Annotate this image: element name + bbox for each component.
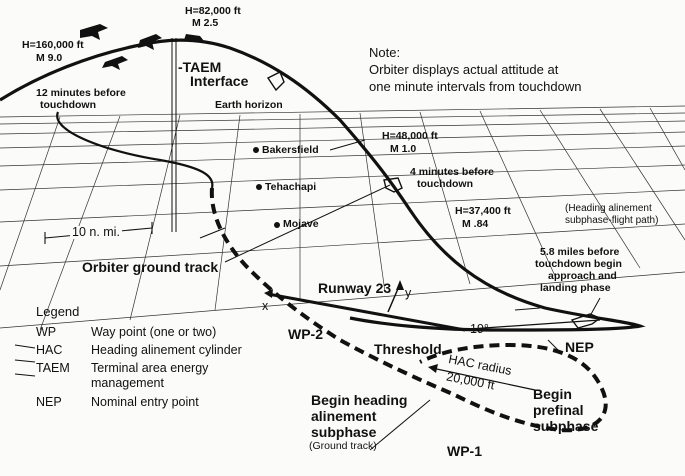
- wp2-label: WP-2: [288, 326, 323, 342]
- flight-path: [0, 38, 646, 332]
- prefinal-begin: Begin: [533, 386, 572, 402]
- taem-pole: [171, 38, 177, 232]
- heading-alinement-word: alinement: [311, 408, 377, 424]
- twelve-minutes-label: 12 minutes before: [36, 87, 126, 99]
- heading-alinement-note: (Heading alinement: [565, 203, 652, 214]
- angle-label: 19°: [470, 322, 489, 336]
- heading-subphase: subphase: [311, 424, 377, 440]
- legend-key: WP: [36, 325, 57, 339]
- heading-begin: Begin heading: [311, 392, 408, 408]
- tehachapi-label: Tehachapi: [265, 181, 317, 193]
- scale-label: 10 n. mi.: [70, 225, 122, 240]
- legend-title: Legend: [36, 304, 80, 319]
- heading-alinement-note-2: subphase-flight path): [565, 215, 659, 226]
- legend-key: NEP: [36, 395, 62, 409]
- runway: [264, 280, 466, 332]
- bakersfield-label: Bakersfield: [262, 144, 319, 156]
- legend-description: Nominal entry point: [91, 395, 199, 409]
- runway-label: Runway 23: [318, 280, 392, 296]
- approach-note-2: touchdown begin: [535, 258, 622, 270]
- ground-track-upper: [56, 111, 214, 189]
- mojave-dot: [274, 222, 280, 228]
- mach-25-label: M 2.5: [192, 17, 219, 29]
- tehachapi-dot: [256, 184, 262, 190]
- wp1-label: WP-1: [447, 443, 482, 459]
- approach-note-1: 5.8 miles before: [540, 246, 620, 258]
- legend-item: NEP Nominal entry point: [36, 395, 199, 409]
- legend-item: management: [36, 376, 164, 390]
- note-line-1: Orbiter displays actual attitude at: [369, 62, 559, 77]
- y-axis-label: y: [405, 286, 412, 300]
- legend-key: TAEM: [36, 361, 70, 375]
- legend-item: WP Way point (one or two): [36, 325, 216, 339]
- threshold-label: Threshold: [374, 341, 442, 357]
- taem-label: -TAEM: [178, 59, 222, 75]
- approach-note-3: approach and: [548, 270, 617, 282]
- legend-description: Heading alinement cylinder: [91, 343, 242, 357]
- legend-item: TAEM Terminal area energy: [36, 361, 208, 375]
- taem-interface-label: Interface: [190, 73, 249, 89]
- legend-description: management: [91, 376, 164, 390]
- altitude-82k-label: H=82,000 ft: [185, 5, 241, 17]
- prefinal-word: prefinal: [533, 402, 584, 418]
- leader-lines: [14, 139, 601, 451]
- mach-1-label: M 1.0: [390, 143, 417, 155]
- prefinal-subphase: subphase: [533, 418, 599, 434]
- ground-track-paren: (Ground track): [309, 440, 377, 452]
- note-title: Note:: [369, 45, 401, 60]
- approach-note-4: landing phase: [540, 282, 611, 294]
- legend-description: Terminal area energy: [91, 361, 209, 375]
- mach-84-label: M .84: [462, 218, 489, 230]
- x-axis-label: x: [262, 299, 269, 313]
- orbiter-icons: [80, 24, 602, 329]
- bakersfield-dot: [253, 147, 259, 153]
- four-minutes-label: 4 minutes before: [410, 166, 495, 178]
- altitude-48k-label: H=48,000 ft: [382, 130, 438, 142]
- hac-radius-arrow: [428, 364, 536, 391]
- ground-track-label: Orbiter ground track: [82, 259, 219, 275]
- earth-horizon-label: Earth horizon: [215, 99, 283, 111]
- nep-label: NEP: [565, 339, 594, 355]
- four-minutes-touchdown: touchdown: [417, 178, 473, 190]
- legend-key: HAC: [36, 343, 63, 357]
- mach-9-label: M 9.0: [36, 52, 63, 64]
- approach-line: [454, 319, 601, 331]
- ground-track-dashed: [209, 187, 608, 433]
- altitude-160k-label: H=160,000 ft: [22, 39, 84, 51]
- legend-description: Way point (one or two): [91, 325, 217, 339]
- mojave-label: Mojave: [283, 218, 319, 230]
- altitude-37k-label: H=37,400 ft: [455, 205, 511, 217]
- twelve-minutes-touchdown: touchdown: [40, 99, 96, 111]
- legend-item: HAC Heading alinement cylinder: [36, 343, 242, 357]
- note-line-2: one minute intervals from touchdown: [369, 79, 582, 94]
